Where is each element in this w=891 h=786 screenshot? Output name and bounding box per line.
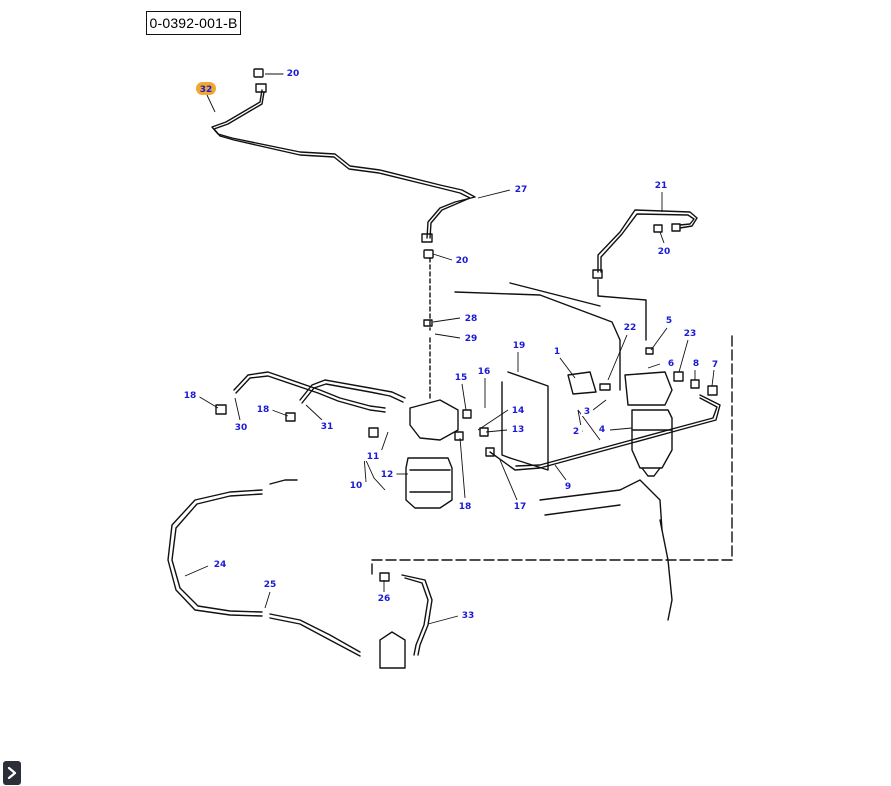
callout-10[interactable]: 10 [346, 479, 366, 491]
fitting-18-mid [285, 412, 296, 422]
injection-pump-outline [379, 631, 406, 669]
callout-5[interactable]: 5 [663, 314, 675, 326]
callout-12[interactable]: 12 [377, 468, 397, 480]
callout-label: 23 [684, 329, 697, 339]
callout-23[interactable]: 23 [680, 327, 700, 339]
callout-3[interactable]: 3 [581, 405, 593, 417]
callout-label: 18 [184, 391, 197, 401]
callout-8[interactable]: 8 [690, 357, 702, 369]
callout-label: 24 [214, 560, 227, 570]
callout-label: 13 [512, 425, 525, 435]
bracket-1 [567, 371, 597, 395]
callout-20[interactable]: 20 [654, 245, 674, 257]
callout-label: 22 [624, 323, 637, 333]
callout-label: 18 [459, 502, 472, 512]
callout-label: 9 [565, 482, 571, 492]
callout-label: 12 [381, 470, 394, 480]
callout-18[interactable]: 18 [180, 389, 200, 401]
callout-label: 31 [321, 422, 334, 432]
fuel-pipe-32 [211, 89, 476, 239]
callout-20[interactable]: 20 [452, 254, 472, 266]
chevron-right-icon [7, 767, 17, 779]
callout-9[interactable]: 9 [562, 480, 574, 492]
callout-20[interactable]: 20 [283, 67, 303, 79]
callout-label: 7 [712, 360, 718, 370]
callout-label: 15 [455, 373, 468, 383]
callout-label: 19 [513, 341, 526, 351]
callout-1[interactable]: 1 [551, 345, 563, 357]
callout-2[interactable]: 2 [570, 425, 582, 437]
callout-label: 26 [378, 594, 391, 604]
fitting-20-mid [423, 249, 434, 259]
callout-label: 3 [584, 407, 590, 417]
callout-17[interactable]: 17 [510, 500, 530, 512]
fitting-18-left [215, 404, 227, 415]
callout-label: 5 [666, 316, 672, 326]
callout-18[interactable]: 18 [253, 403, 273, 415]
expand-panel-button[interactable] [3, 761, 21, 785]
callout-label: 18 [257, 405, 270, 415]
callout-label: 2 [573, 427, 579, 437]
callout-15[interactable]: 15 [451, 371, 471, 383]
diagram-reference-label: 0-0392-001-B [146, 11, 241, 35]
callout-label: 11 [367, 452, 380, 462]
callout-26[interactable]: 26 [374, 592, 394, 604]
fitting-20-top [253, 68, 264, 78]
callout-16[interactable]: 16 [474, 365, 494, 377]
callout-label: 17 [514, 502, 527, 512]
callout-label: 25 [264, 580, 277, 590]
bracket-19 [507, 371, 549, 471]
callout-label: 29 [465, 334, 478, 344]
callout-label: 6 [668, 359, 674, 369]
fuel-pipe-21 [592, 209, 698, 279]
callout-29[interactable]: 29 [461, 332, 481, 344]
callout-28[interactable]: 28 [461, 312, 481, 324]
callout-11[interactable]: 11 [363, 450, 383, 462]
fuel-pipes-30-31 [233, 371, 406, 413]
callout-label: 8 [693, 359, 699, 369]
callout-label: 21 [655, 181, 668, 191]
callout-14[interactable]: 14 [508, 404, 528, 416]
fuel-filter-center [405, 399, 459, 509]
callout-label: 14 [512, 406, 525, 416]
callout-18[interactable]: 18 [455, 500, 475, 512]
fuel-pipe-24 [167, 479, 361, 657]
nut-top [255, 83, 267, 93]
fuel-filter-right [624, 371, 673, 477]
callout-label: 20 [456, 256, 469, 266]
callout-label: 30 [235, 423, 248, 433]
callout-label: 33 [462, 611, 475, 621]
fuel-pipe-9 [489, 394, 721, 471]
callout-label: 16 [478, 367, 491, 377]
fuel-pipe-33 [401, 574, 433, 656]
callout-highlight [196, 82, 216, 95]
callout-label: 20 [658, 247, 671, 257]
callout-label: 4 [599, 425, 605, 435]
callout-13[interactable]: 13 [508, 423, 528, 435]
engine-block-outline [454, 282, 673, 621]
callout-24[interactable]: 24 [210, 558, 230, 570]
callout-31[interactable]: 31 [317, 420, 337, 432]
callout-label: 27 [515, 185, 528, 195]
callout-label: 32 [200, 85, 213, 95]
callout-4[interactable]: 4 [596, 423, 608, 435]
callout-25[interactable]: 25 [260, 578, 280, 590]
callout-19[interactable]: 19 [509, 339, 529, 351]
callout-label: 10 [350, 481, 363, 491]
callout-label: 20 [287, 69, 300, 79]
callout-32[interactable]: 32 [196, 82, 216, 95]
callout-6[interactable]: 6 [665, 357, 677, 369]
callout-33[interactable]: 33 [458, 609, 478, 621]
callout-22[interactable]: 22 [620, 321, 640, 333]
nut-mid [421, 233, 433, 243]
callout-30[interactable]: 30 [231, 421, 251, 433]
callout-21[interactable]: 21 [651, 179, 671, 191]
callout-27[interactable]: 27 [511, 183, 531, 195]
callout-label: 28 [465, 314, 478, 324]
callout-7[interactable]: 7 [709, 358, 721, 370]
callout-label: 1 [554, 347, 560, 357]
